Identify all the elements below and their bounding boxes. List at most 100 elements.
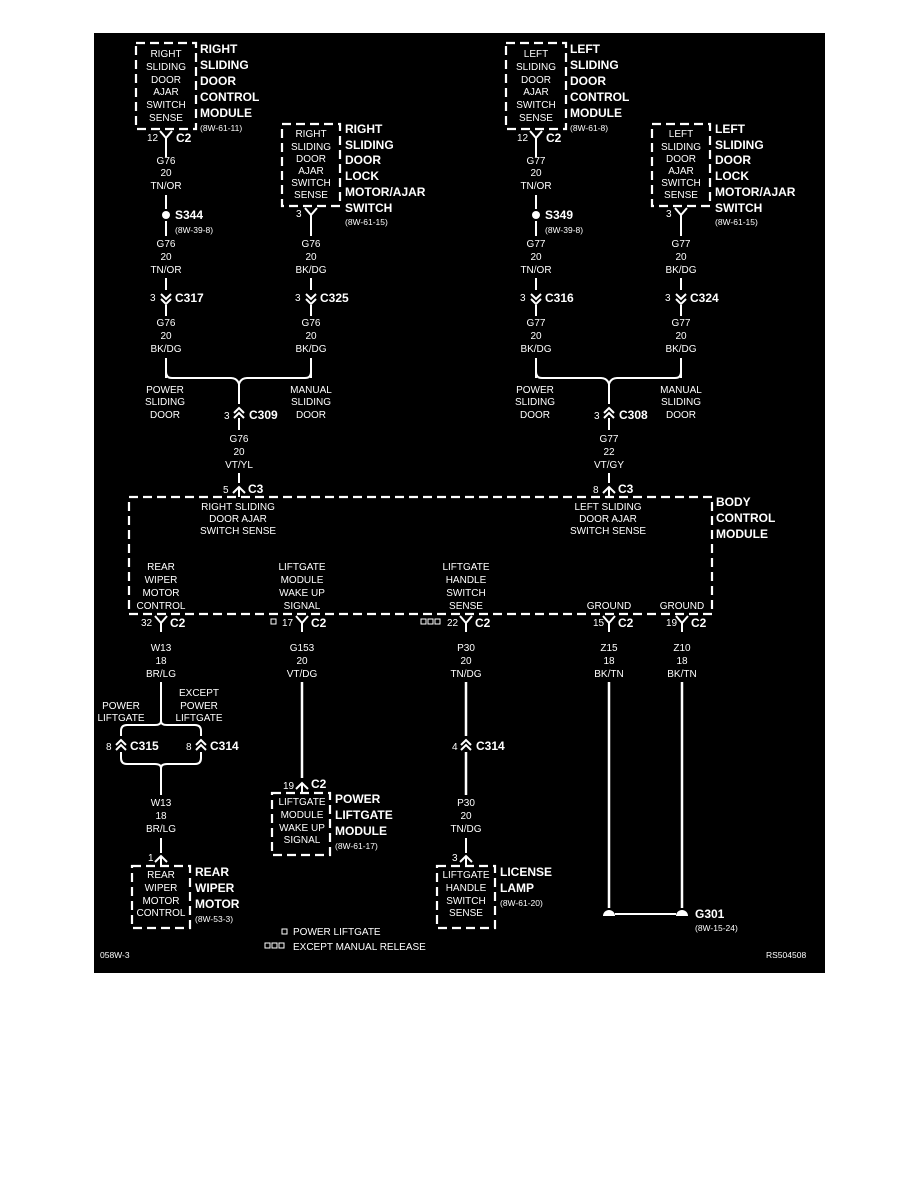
component-name: SWITCH	[715, 201, 762, 215]
box-line: SENSE	[449, 908, 483, 919]
pin-number: 3	[665, 293, 671, 304]
branch-label: MANUAL	[660, 385, 702, 396]
component-name: LICENSE	[500, 865, 552, 879]
wire-gauge: 18	[155, 811, 167, 822]
bcm-output-label: REAR	[147, 562, 175, 573]
bcm-input-label: SWITCH SENSE	[200, 526, 276, 537]
connector-id: C2	[546, 131, 562, 145]
wire-code: G77	[672, 318, 691, 329]
component-name: MODULE	[200, 106, 252, 120]
rear-wiper-motor: REAR WIPER MOTOR CONTROL REAR WIPER MOTO…	[130, 864, 240, 930]
component-name: WIPER	[195, 881, 235, 895]
figure-code: 058W-3	[100, 950, 130, 960]
component-name: CONTROL	[200, 90, 259, 104]
wire-gauge: 20	[233, 447, 245, 458]
wire-color: BK/DG	[150, 344, 181, 355]
box-line: SLIDING	[661, 142, 701, 153]
splice-dot	[162, 211, 170, 219]
pin-number: 15	[593, 618, 605, 629]
pin-number: 8	[593, 485, 599, 496]
connector-id: C309	[249, 408, 278, 422]
box-line: MOTOR	[142, 896, 179, 907]
box-line: HANDLE	[446, 883, 487, 894]
splice-id: S344	[175, 208, 203, 222]
bcm-output-label: LIFTGATE	[278, 562, 325, 573]
component-name: SWITCH	[345, 201, 392, 215]
component-name: LAMP	[500, 881, 534, 895]
connector-id: C314	[476, 739, 505, 753]
box-line: AJAR	[153, 87, 179, 98]
branch-label: LIFTGATE	[175, 713, 222, 724]
right-sliding-door-lock-motor: RIGHT SLIDING DOOR AJAR SWITCH SENSE RIG…	[280, 122, 426, 228]
box-line: SWITCH	[291, 178, 330, 189]
bcm-input-label: LIFTGATE	[442, 562, 489, 573]
connector-id: C2	[691, 616, 707, 630]
component-name: CONTROL	[716, 511, 775, 525]
component-name: LEFT	[570, 42, 601, 56]
branch-label: POWER	[146, 385, 184, 396]
bcm-input-label: SENSE	[449, 601, 483, 612]
component-name: LIFTGATE	[335, 808, 393, 822]
wire-gauge: 20	[675, 252, 687, 263]
wire-code: Z10	[673, 643, 691, 654]
box-line: CONTROL	[137, 908, 186, 919]
branch-label: SLIDING	[515, 397, 555, 408]
component-name: DOOR	[715, 153, 751, 167]
pin-number: 12	[517, 133, 529, 144]
legend-label: POWER LIFTGATE	[293, 927, 381, 938]
bcm-input-label: LEFT SLIDING	[574, 502, 641, 513]
box-line: LIFTGATE	[442, 870, 489, 881]
box-line: REAR	[147, 870, 175, 881]
component-name: MODULE	[570, 106, 622, 120]
pin-number: 3	[296, 209, 302, 220]
wire-color: TN/OR	[150, 181, 181, 192]
pin-number: 32	[141, 618, 153, 629]
box-line: RIGHT	[295, 129, 326, 140]
wire-code: G76	[157, 156, 176, 167]
branch-label: DOOR	[296, 410, 326, 421]
branch-label: DOOR	[520, 410, 550, 421]
branch-label: SLIDING	[145, 397, 185, 408]
legend: POWER LIFTGATE EXCEPT MANUAL RELEASE	[264, 927, 426, 953]
wire-gauge: 20	[160, 331, 172, 342]
wire-gauge: 20	[160, 252, 172, 263]
pin-number: 3	[224, 411, 230, 422]
bcm-output-label: MODULE	[281, 575, 324, 586]
pin-number: 17	[282, 618, 294, 629]
box-line: LEFT	[524, 49, 548, 60]
component-name: RIGHT	[200, 42, 238, 56]
branch-label: DOOR	[150, 410, 180, 421]
license-lamp: LIFTGATE HANDLE SWITCH SENSE LICENSE LAM…	[435, 864, 552, 930]
power-liftgate-module: LIFTGATE MODULE WAKE UP SIGNAL POWER LIF…	[270, 791, 393, 857]
legend-square-icon	[281, 928, 288, 935]
pin-number: 19	[283, 781, 295, 792]
box-line: MODULE	[281, 810, 324, 821]
wire-code: P30	[457, 643, 475, 654]
pin-number: 12	[147, 133, 159, 144]
connector-id: C324	[690, 291, 719, 305]
bcm-input-label: SWITCH SENSE	[570, 526, 646, 537]
wire-color: TN/DG	[450, 669, 481, 680]
wire-code: G77	[672, 239, 691, 250]
box-line: AJAR	[668, 166, 694, 177]
wire-color: VT/YL	[225, 460, 253, 471]
wire-code: Z15	[600, 643, 618, 654]
connector-id: C2	[475, 616, 491, 630]
wire-code: G153	[290, 643, 315, 654]
bcm-output-label: MOTOR	[142, 588, 179, 599]
wire-color: BK/DG	[520, 344, 551, 355]
component-name: LEFT	[715, 122, 746, 136]
wire-color: BK/DG	[665, 265, 696, 276]
ground-id: G301	[695, 907, 725, 921]
reference: (8W-61-17)	[335, 841, 378, 851]
bcm-ground-label: GROUND	[587, 601, 631, 612]
wire-gauge: 20	[296, 656, 308, 667]
bcm-output-label: SIGNAL	[284, 601, 321, 612]
branch-label: POWER	[180, 701, 218, 712]
legend-square-icon	[271, 942, 278, 949]
component-name: REAR	[195, 865, 229, 879]
pin-number: 3	[295, 293, 301, 304]
branch-label: SLIDING	[661, 397, 701, 408]
box-line: SIGNAL	[284, 835, 321, 846]
bcm-output-label: CONTROL	[137, 601, 186, 612]
